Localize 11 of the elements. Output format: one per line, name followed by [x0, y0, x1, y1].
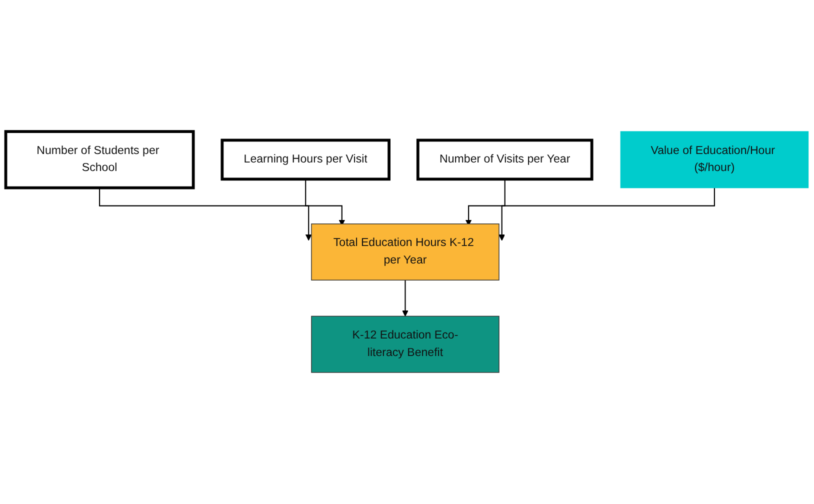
node-box	[416, 138, 594, 181]
arrow	[498, 187, 715, 241]
node-box	[220, 138, 390, 181]
node-box	[311, 316, 500, 373]
node-box	[4, 130, 195, 190]
arrow	[305, 178, 346, 226]
arrow	[402, 280, 408, 316]
node-box	[311, 224, 500, 280]
node-box	[620, 131, 809, 188]
arrow	[465, 178, 506, 226]
arrow	[99, 187, 312, 241]
